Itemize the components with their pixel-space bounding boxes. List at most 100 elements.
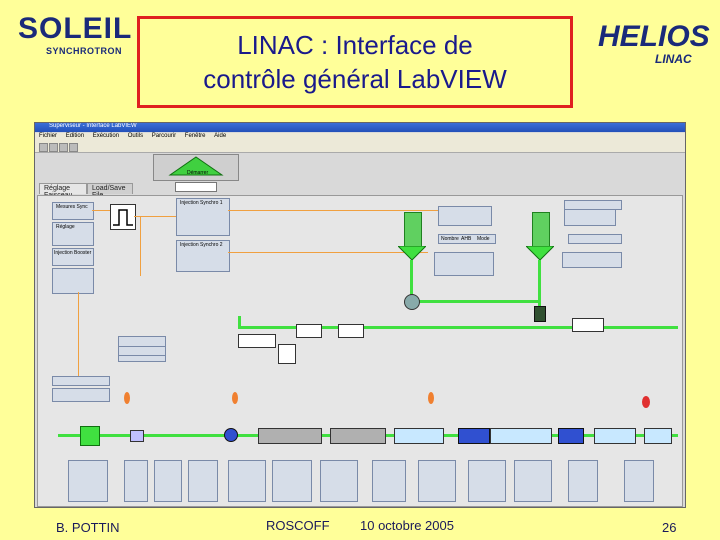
- beam-line: [410, 260, 413, 300]
- gun2-buttons: [564, 200, 622, 210]
- bottom-ctrl-4: [188, 460, 218, 502]
- beam-line: [238, 326, 678, 329]
- gun2-status-box: [562, 252, 622, 268]
- gun-module-1[interactable]: [404, 212, 422, 248]
- wire: [78, 292, 79, 382]
- gun1-triangle-icon: [398, 246, 426, 261]
- injection-box: Injection Booster: [52, 248, 94, 266]
- menu-item[interactable]: Edition: [65, 133, 85, 139]
- bottom-ctrl-3: [154, 460, 182, 502]
- steerer-red[interactable]: [642, 396, 650, 408]
- wire: [92, 210, 110, 211]
- footer-author: B. POTTIN: [56, 520, 120, 535]
- section-3[interactable]: [394, 428, 444, 444]
- start-arrow-icon[interactable]: [154, 155, 238, 180]
- switch-3[interactable]: [338, 324, 364, 338]
- gun-module-2[interactable]: [532, 212, 550, 248]
- stop-icon[interactable]: [59, 143, 68, 152]
- chopper-icon[interactable]: [404, 294, 420, 310]
- start-button-label: Démarrer: [187, 170, 209, 176]
- run-icon[interactable]: [39, 143, 48, 152]
- gun2-triangle-icon: [526, 246, 554, 261]
- menu-item[interactable]: Outils: [127, 133, 144, 139]
- beam-line: [410, 300, 540, 303]
- wire: [134, 216, 176, 217]
- bottom-ctrl-1: [68, 460, 108, 502]
- bottom-ctrl-10: [468, 460, 506, 502]
- mesures-box: Mesures Sync: [52, 202, 94, 220]
- sync-box: [52, 268, 94, 294]
- mode-button[interactable]: Mode: [477, 236, 490, 242]
- helios-logo: HELIOS LINAC: [598, 20, 710, 72]
- pulse-icon: [110, 204, 136, 230]
- synchro2-label: Injection Synchro 2: [180, 242, 223, 248]
- footer-page-number: 26: [662, 520, 677, 535]
- klystron-block-2[interactable]: [558, 428, 584, 444]
- injection-label: Injection Booster: [54, 250, 92, 256]
- beam-line: [238, 316, 241, 328]
- steerer-orange[interactable]: [124, 392, 130, 404]
- reglage-box: Réglage: [52, 222, 94, 246]
- menu-item[interactable]: Aide: [214, 133, 227, 139]
- start-button-frame: Démarrer: [153, 154, 239, 181]
- bottom-ctrl-12: [568, 460, 598, 502]
- mesures-label: Mesures Sync: [56, 204, 88, 210]
- menu-item[interactable]: Exécution: [92, 133, 120, 139]
- section-2[interactable]: [330, 428, 386, 444]
- section-4[interactable]: [490, 428, 552, 444]
- footer-location: ROSCOFF: [266, 518, 330, 533]
- ahb-button[interactable]: AHB: [461, 236, 472, 242]
- center-left-buttons: [118, 346, 166, 356]
- section-1[interactable]: [258, 428, 322, 444]
- synchro1-label: Injection Synchro 1: [180, 200, 223, 206]
- run-continuous-icon[interactable]: [49, 143, 58, 152]
- klystron-block[interactable]: [458, 428, 490, 444]
- wire: [228, 210, 438, 211]
- switch-1[interactable]: [238, 334, 276, 348]
- bottom-ctrl-13: [624, 460, 654, 502]
- wire: [228, 252, 428, 253]
- wire: [140, 216, 141, 276]
- labview-screenshot: Superviseur - Interface LabVIEW Fichier …: [34, 122, 686, 508]
- menu-item[interactable]: Parcourir: [151, 133, 177, 139]
- reglage-label: Réglage: [56, 224, 75, 230]
- synchro1-box: Injection Synchro 1: [176, 198, 230, 236]
- pause-icon[interactable]: [69, 143, 78, 152]
- logo-main-text: SOLEIL: [18, 12, 133, 45]
- tab-reglage-faisceau[interactable]: Réglage Faisceau: [39, 183, 87, 199]
- bottom-ctrl-11: [514, 460, 552, 502]
- bpm-icon[interactable]: [224, 428, 238, 442]
- helios-logo-sub: LINAC: [655, 52, 692, 66]
- window-titlebar: Superviseur - Interface LabVIEW: [35, 123, 685, 132]
- buncher-icon[interactable]: [534, 306, 546, 322]
- section-5[interactable]: [594, 428, 636, 444]
- bottom-ctrl-6: [272, 460, 312, 502]
- bottom-ctrl-7: [320, 460, 358, 502]
- left-status: [52, 388, 110, 402]
- gun1-status-box: [434, 252, 494, 276]
- menu-bar: Fichier Edition Exécution Outils Parcour…: [35, 133, 685, 141]
- valve-icon[interactable]: [278, 344, 296, 364]
- bottom-ctrl-8: [372, 460, 406, 502]
- tab-load-save[interactable]: Load/Save File: [87, 183, 133, 199]
- menu-item[interactable]: Fenêtre: [184, 133, 206, 139]
- control-panel: Mesures Sync Réglage Injection Booster I…: [37, 195, 683, 507]
- steerer-orange[interactable]: [428, 392, 434, 404]
- beam-line: [538, 260, 541, 310]
- steerer-orange[interactable]: [232, 392, 238, 404]
- slide-title: LINAC : Interface de contrôle général La…: [203, 30, 507, 94]
- tab-bar: Réglage Faisceau Load/Save File: [35, 183, 685, 199]
- soleil-logo: SOLEIL SYNCHROTRON: [18, 10, 131, 62]
- magnet-block[interactable]: [130, 430, 144, 442]
- switch-2[interactable]: [296, 324, 322, 338]
- gun-block[interactable]: [80, 426, 100, 446]
- logo-sub-text: SYNCHROTRON: [46, 46, 123, 56]
- bottom-ctrl-9: [418, 460, 456, 502]
- menu-item[interactable]: Fichier: [39, 133, 58, 139]
- helios-logo-main: HELIOS: [598, 20, 710, 53]
- section-6[interactable]: [644, 428, 672, 444]
- mode-selector[interactable]: [175, 182, 217, 192]
- switch-4[interactable]: [572, 318, 604, 332]
- slide-title-box: LINAC : Interface de contrôle général La…: [137, 16, 573, 108]
- nombre-button[interactable]: Nombre: [441, 236, 459, 242]
